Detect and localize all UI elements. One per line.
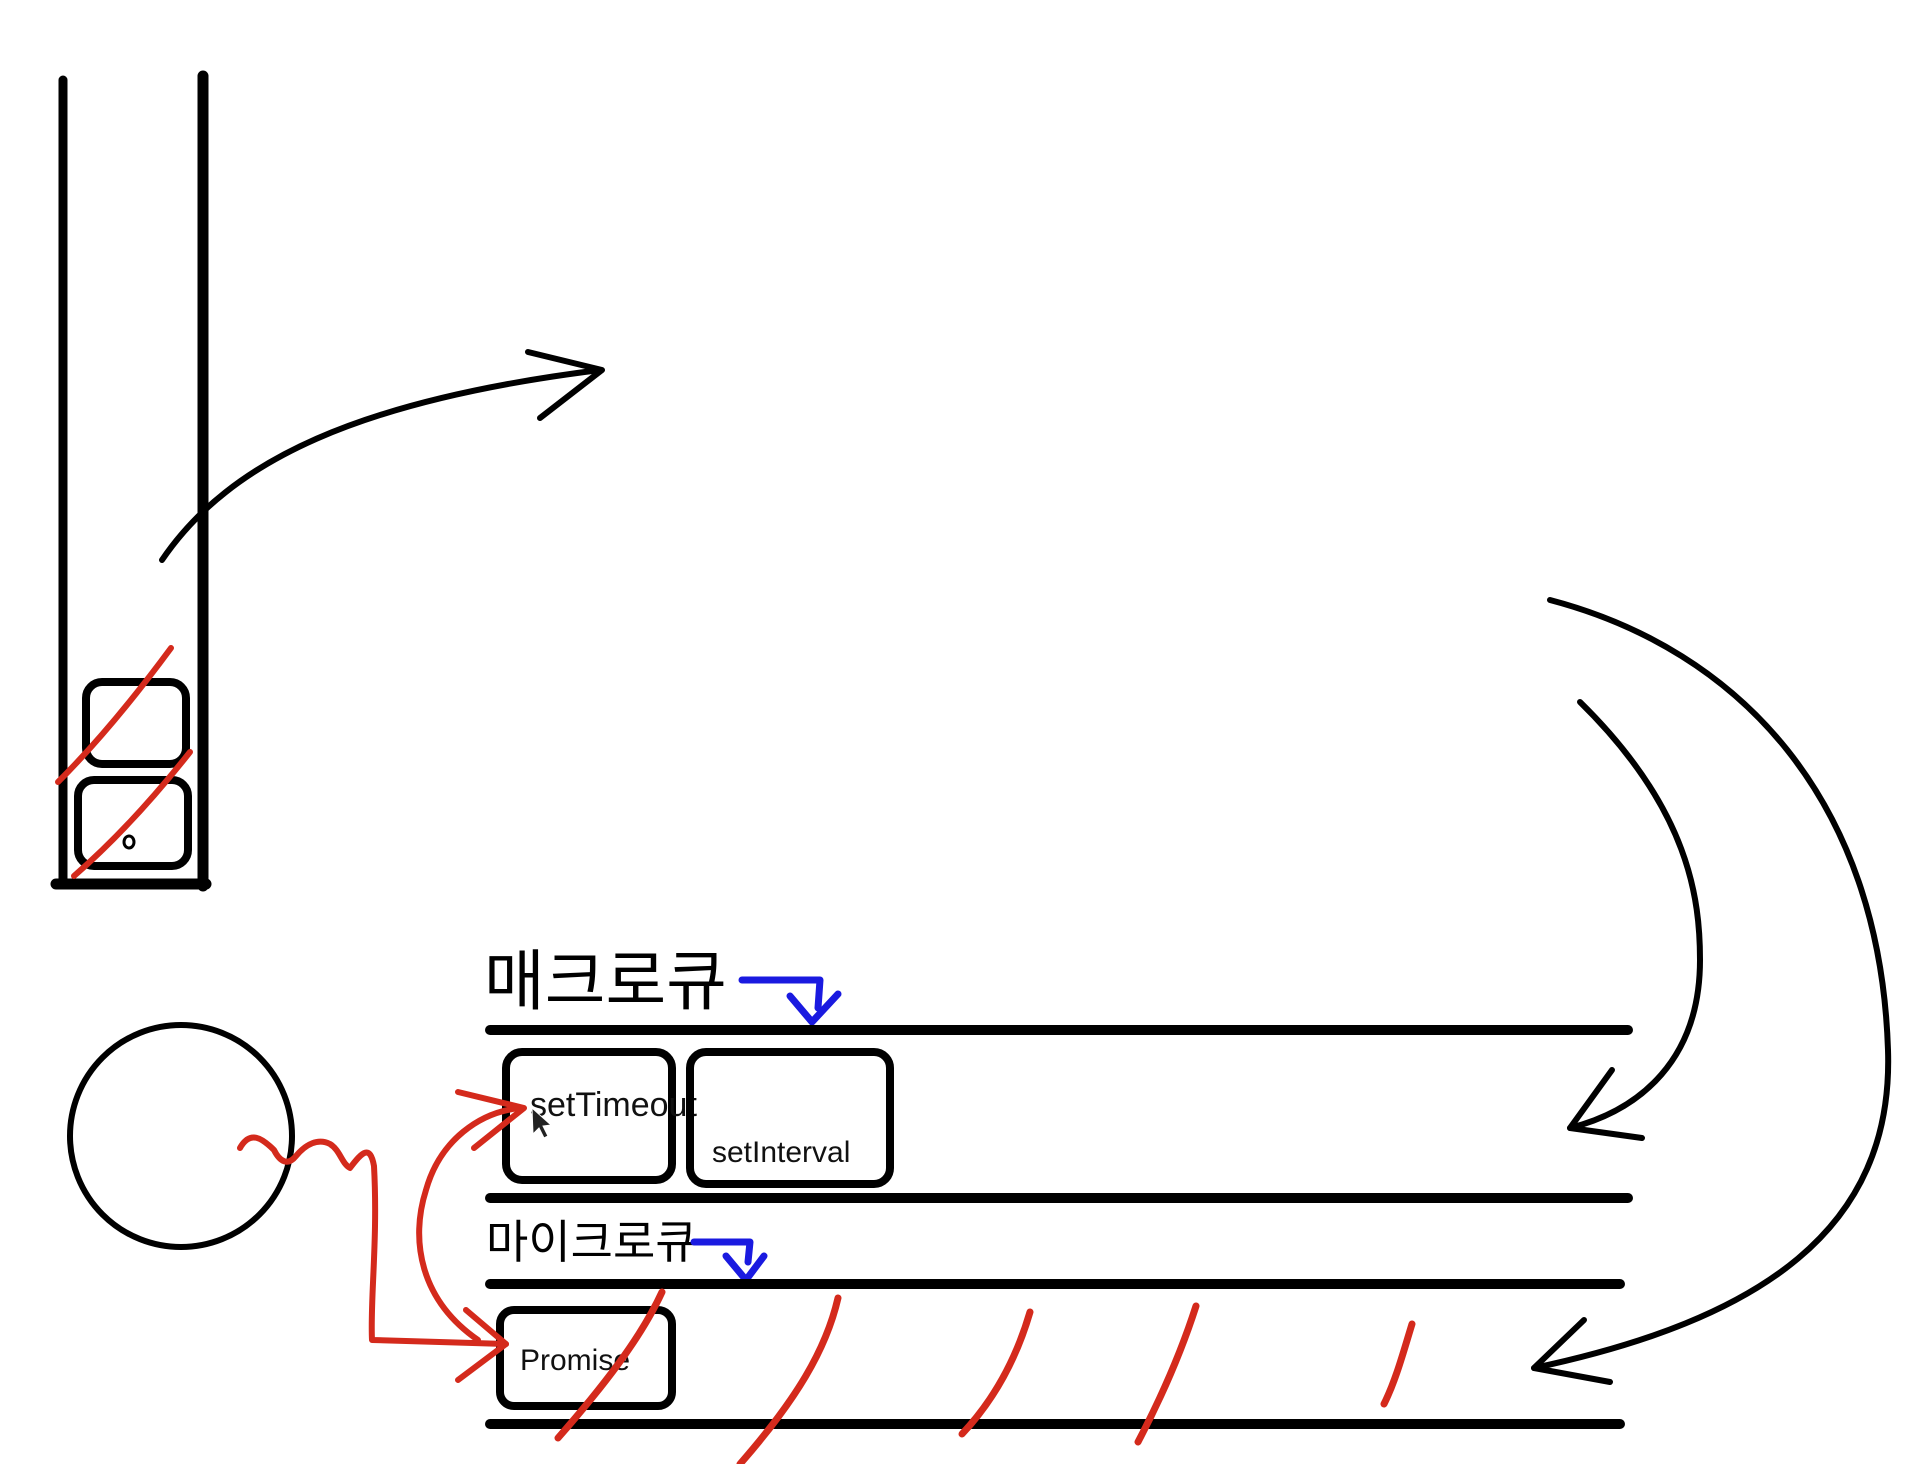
stack-frame-top bbox=[82, 678, 190, 768]
webapi-to-micro-arrow bbox=[1531, 597, 1892, 1385]
macro-queue-title: 매크로큐 bbox=[484, 943, 727, 1020]
macro-queue: 매크로큐 setTimeout setInterval bbox=[484, 943, 1633, 1203]
cursor-dot bbox=[122, 834, 136, 850]
micro-queue-title: 마이크로큐 bbox=[486, 1215, 698, 1269]
macro-task-label: setTimeout bbox=[530, 1086, 697, 1124]
macro-task-setinterval: setInterval bbox=[686, 1048, 894, 1188]
blue-marker bbox=[690, 1238, 754, 1266]
event-loop-flow-arrows bbox=[237, 1089, 527, 1383]
blue-marker bbox=[786, 990, 842, 1026]
micro-queue: 마이크로큐 Promise bbox=[485, 1215, 1625, 1429]
webapi-to-macro-arrow bbox=[1567, 699, 1703, 1141]
cross-out-mark bbox=[71, 749, 193, 879]
macro-task-settimeout: setTimeout bbox=[502, 1048, 697, 1184]
event-loop-circle bbox=[67, 1022, 295, 1250]
cross-out-mark bbox=[55, 645, 174, 785]
macro-task-label: setInterval bbox=[712, 1136, 850, 1169]
mouse-pointer-icon bbox=[531, 1106, 553, 1139]
call-stack bbox=[50, 70, 212, 892]
blue-marker bbox=[738, 976, 824, 1012]
stack-to-webapi-arrow bbox=[159, 349, 605, 563]
micro-queue-strike-marks bbox=[554, 1288, 1416, 1464]
stack-frame-bottom bbox=[74, 776, 192, 870]
